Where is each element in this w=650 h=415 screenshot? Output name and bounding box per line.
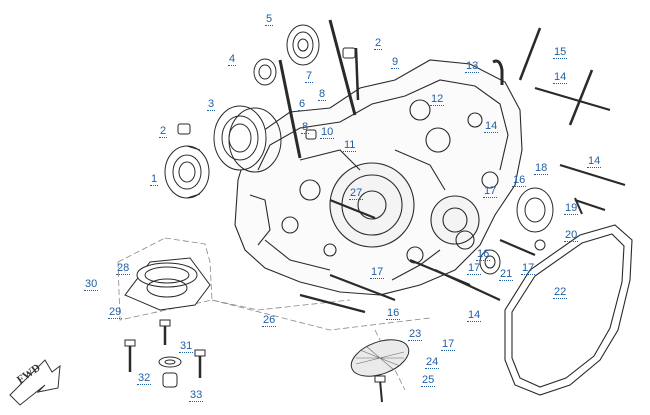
callout-17[interactable]: 17 (483, 185, 498, 198)
callout-9[interactable]: 9 (391, 56, 400, 69)
seal-4 (253, 58, 277, 86)
callout-26[interactable]: 26 (262, 314, 277, 327)
callout-22[interactable]: 22 (553, 286, 568, 299)
callout-13[interactable]: 13 (465, 60, 480, 73)
drain-bolts (124, 319, 206, 388)
gasket-22 (504, 224, 633, 396)
callout-15[interactable]: 15 (553, 46, 568, 59)
callout-12[interactable]: 12 (430, 93, 445, 106)
long-bolts (299, 86, 626, 314)
callout-30[interactable]: 30 (84, 278, 99, 291)
vertical-bolts-15 (518, 27, 594, 126)
callout-32[interactable]: 32 (137, 372, 152, 385)
callout-33[interactable]: 33 (189, 389, 204, 402)
callout-17[interactable]: 17 (441, 338, 456, 351)
bearing-5 (286, 24, 320, 66)
callout-27[interactable]: 27 (349, 187, 364, 200)
callout-14[interactable]: 14 (553, 71, 568, 84)
bearing-3 (213, 105, 282, 173)
callout-2[interactable]: 2 (159, 125, 168, 138)
callout-10[interactable]: 10 (320, 126, 335, 139)
callout-28[interactable]: 28 (116, 262, 131, 275)
callout-7[interactable]: 7 (305, 70, 314, 83)
oil-screen-23 (350, 339, 410, 377)
callout-5[interactable]: 5 (265, 13, 274, 26)
callout-4[interactable]: 4 (228, 53, 237, 66)
callout-14[interactable]: 14 (467, 309, 482, 322)
crankcase-body (234, 59, 523, 296)
seal-21 (479, 249, 501, 275)
callout-29[interactable]: 29 (108, 306, 123, 319)
callout-11[interactable]: 11 (343, 139, 357, 152)
callout-19[interactable]: 19 (564, 202, 579, 215)
callout-21[interactable]: 21 (499, 268, 514, 281)
seal-18 (516, 187, 554, 233)
callout-14[interactable]: 14 (587, 155, 602, 168)
callout-8[interactable]: 8 (301, 121, 310, 134)
filter-cover-30 (124, 257, 211, 311)
bearing-1 (164, 145, 210, 199)
callout-16[interactable]: 16 (476, 248, 491, 261)
fwd-arrow-icon (9, 359, 61, 406)
callout-23[interactable]: 23 (408, 328, 423, 341)
callout-25[interactable]: 25 (421, 374, 436, 387)
callout-24[interactable]: 24 (425, 356, 440, 369)
callout-3[interactable]: 3 (207, 98, 216, 111)
callout-16[interactable]: 16 (386, 307, 401, 320)
bolt-20 (534, 239, 546, 251)
callout-17[interactable]: 17 (467, 262, 482, 275)
hose-fitting-13 (492, 59, 504, 85)
callout-17[interactable]: 17 (370, 266, 385, 279)
callout-6[interactable]: 6 (298, 98, 307, 111)
callout-1[interactable]: 1 (150, 173, 159, 186)
bolt-19 (574, 197, 583, 215)
dowel-pins (177, 47, 356, 140)
callout-2[interactable]: 2 (374, 37, 383, 50)
callout-8[interactable]: 8 (318, 88, 327, 101)
callout-14[interactable]: 14 (484, 120, 499, 133)
callout-17[interactable]: 17 (521, 262, 536, 275)
bolt-25 (374, 375, 386, 403)
studs (278, 19, 360, 159)
callout-18[interactable]: 18 (534, 162, 549, 175)
callout-31[interactable]: 31 (179, 340, 194, 353)
callout-16[interactable]: 16 (512, 174, 527, 187)
callout-20[interactable]: 20 (564, 229, 579, 242)
